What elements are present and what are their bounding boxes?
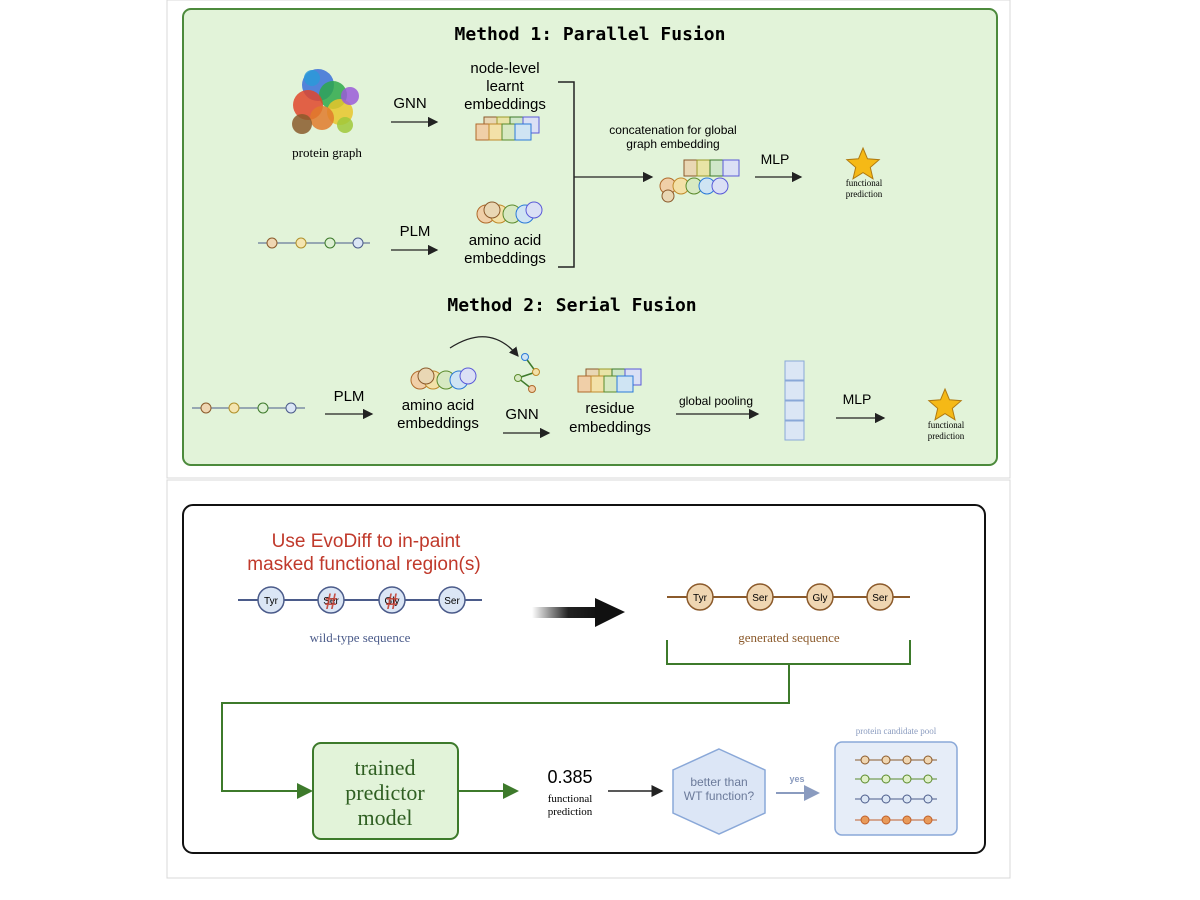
bottom-title-1: Use EvoDiff to in-paint <box>272 531 461 552</box>
pooled-vector <box>784 360 805 441</box>
method1-title: Method 1: Parallel Fusion <box>455 24 726 45</box>
svg-text:Tyr: Tyr <box>693 593 708 604</box>
func-pred-label-2: prediction <box>846 189 883 199</box>
predictor-label-2: predictor <box>345 780 425 805</box>
bottom-title-2: masked functional region(s) <box>247 554 480 575</box>
m2-mlp-label: MLP <box>843 391 872 407</box>
sequence-icon-m1 <box>258 237 370 249</box>
gen-residue-4: Ser <box>866 583 894 611</box>
mini-graph-icon <box>514 353 540 393</box>
m2-plm-label: PLM <box>334 388 365 405</box>
big-arrow-head <box>595 598 625 627</box>
score-label-1: functional <box>548 793 593 805</box>
m2-aa-label-2: embeddings <box>397 415 479 432</box>
plm-label: PLM <box>400 223 431 240</box>
node-emb-label-2: learnt <box>486 78 524 95</box>
score-value: 0.385 <box>547 767 592 787</box>
predictor-model-box <box>312 742 459 840</box>
svg-text:Gly: Gly <box>385 596 400 607</box>
svg-text:#: # <box>325 589 337 614</box>
concat-label-2: graph embedding <box>626 137 719 151</box>
decision-label-2: WT function? <box>684 789 755 803</box>
decision-label-1: better than <box>690 775 747 789</box>
global-embedding-stack <box>659 159 740 203</box>
svg-text:Tyr: Tyr <box>264 596 279 607</box>
sequence-icon-m2 <box>192 402 305 414</box>
m2-func-label-1: functional <box>928 420 965 430</box>
node-emb-label-3: embeddings <box>464 96 546 113</box>
svg-text:Gly: Gly <box>813 593 828 604</box>
m2-star-icon <box>927 387 963 421</box>
m2-aa-label-1: amino acid <box>402 397 475 414</box>
gnn-label: GNN <box>393 95 426 112</box>
pool-label: protein candidate pool <box>856 726 937 736</box>
gen-residue-1: Tyr <box>686 583 714 611</box>
wt-residue-3-masked: Gly # <box>378 586 406 614</box>
concat-label-1: concatenation for global <box>609 123 736 137</box>
curved-arrow <box>449 336 519 357</box>
wt-residue-2-masked: Ser # <box>317 586 345 614</box>
feed-connector <box>221 664 790 799</box>
svg-text:#: # <box>386 589 398 614</box>
wt-residue-1: Tyr <box>257 586 285 614</box>
pool-sequence-4 <box>855 815 937 825</box>
node-embedding-cubes <box>475 116 540 141</box>
m2-pool-label: global pooling <box>679 394 753 408</box>
m2-gnn-label: GNN <box>505 406 538 423</box>
predictor-label-3: model <box>358 805 413 830</box>
svg-text:Ser: Ser <box>323 596 339 607</box>
aa-emb-label-1: amino acid <box>469 232 542 249</box>
mlp-label: MLP <box>761 151 790 167</box>
m2-residue-label-2: embeddings <box>569 419 651 436</box>
candidate-pool-box <box>834 741 958 836</box>
func-pred-label-1: functional <box>846 178 883 188</box>
m2-aa-embedding-circles <box>410 367 477 390</box>
fusion-methods-panel <box>182 8 998 466</box>
merge-bracket <box>558 81 575 268</box>
residue-embedding-cubes <box>577 368 642 393</box>
predictor-label-1: trained <box>354 755 415 780</box>
gen-residue-3: Gly <box>806 583 834 611</box>
aa-embedding-circles <box>476 201 543 224</box>
yes-label: yes <box>789 774 804 784</box>
protein-graph-label: protein graph <box>292 145 362 160</box>
gen-label: generated sequence <box>738 630 840 645</box>
gen-residue-2: Ser <box>746 583 774 611</box>
aa-emb-label-2: embeddings <box>464 250 546 267</box>
protein-graph-icon <box>292 69 359 134</box>
pool-sequence-1 <box>855 755 937 765</box>
score-label-2: prediction <box>548 806 593 818</box>
m2-residue-label-1: residue <box>585 400 634 417</box>
m2-func-label-2: prediction <box>928 431 965 441</box>
big-arrow-shaft <box>532 607 598 618</box>
pool-sequence-3 <box>855 794 937 804</box>
node-emb-label-1: node-level <box>470 60 539 77</box>
star-icon <box>845 146 881 180</box>
svg-text:Ser: Ser <box>444 596 460 607</box>
decision-hexagon <box>672 748 766 835</box>
svg-text:Ser: Ser <box>752 593 768 604</box>
wt-label: wild-type sequence <box>310 630 411 645</box>
method2-title: Method 2: Serial Fusion <box>447 295 696 316</box>
pool-sequence-2 <box>855 774 937 784</box>
svg-text:Ser: Ser <box>872 593 888 604</box>
wt-residue-4: Ser <box>438 586 466 614</box>
